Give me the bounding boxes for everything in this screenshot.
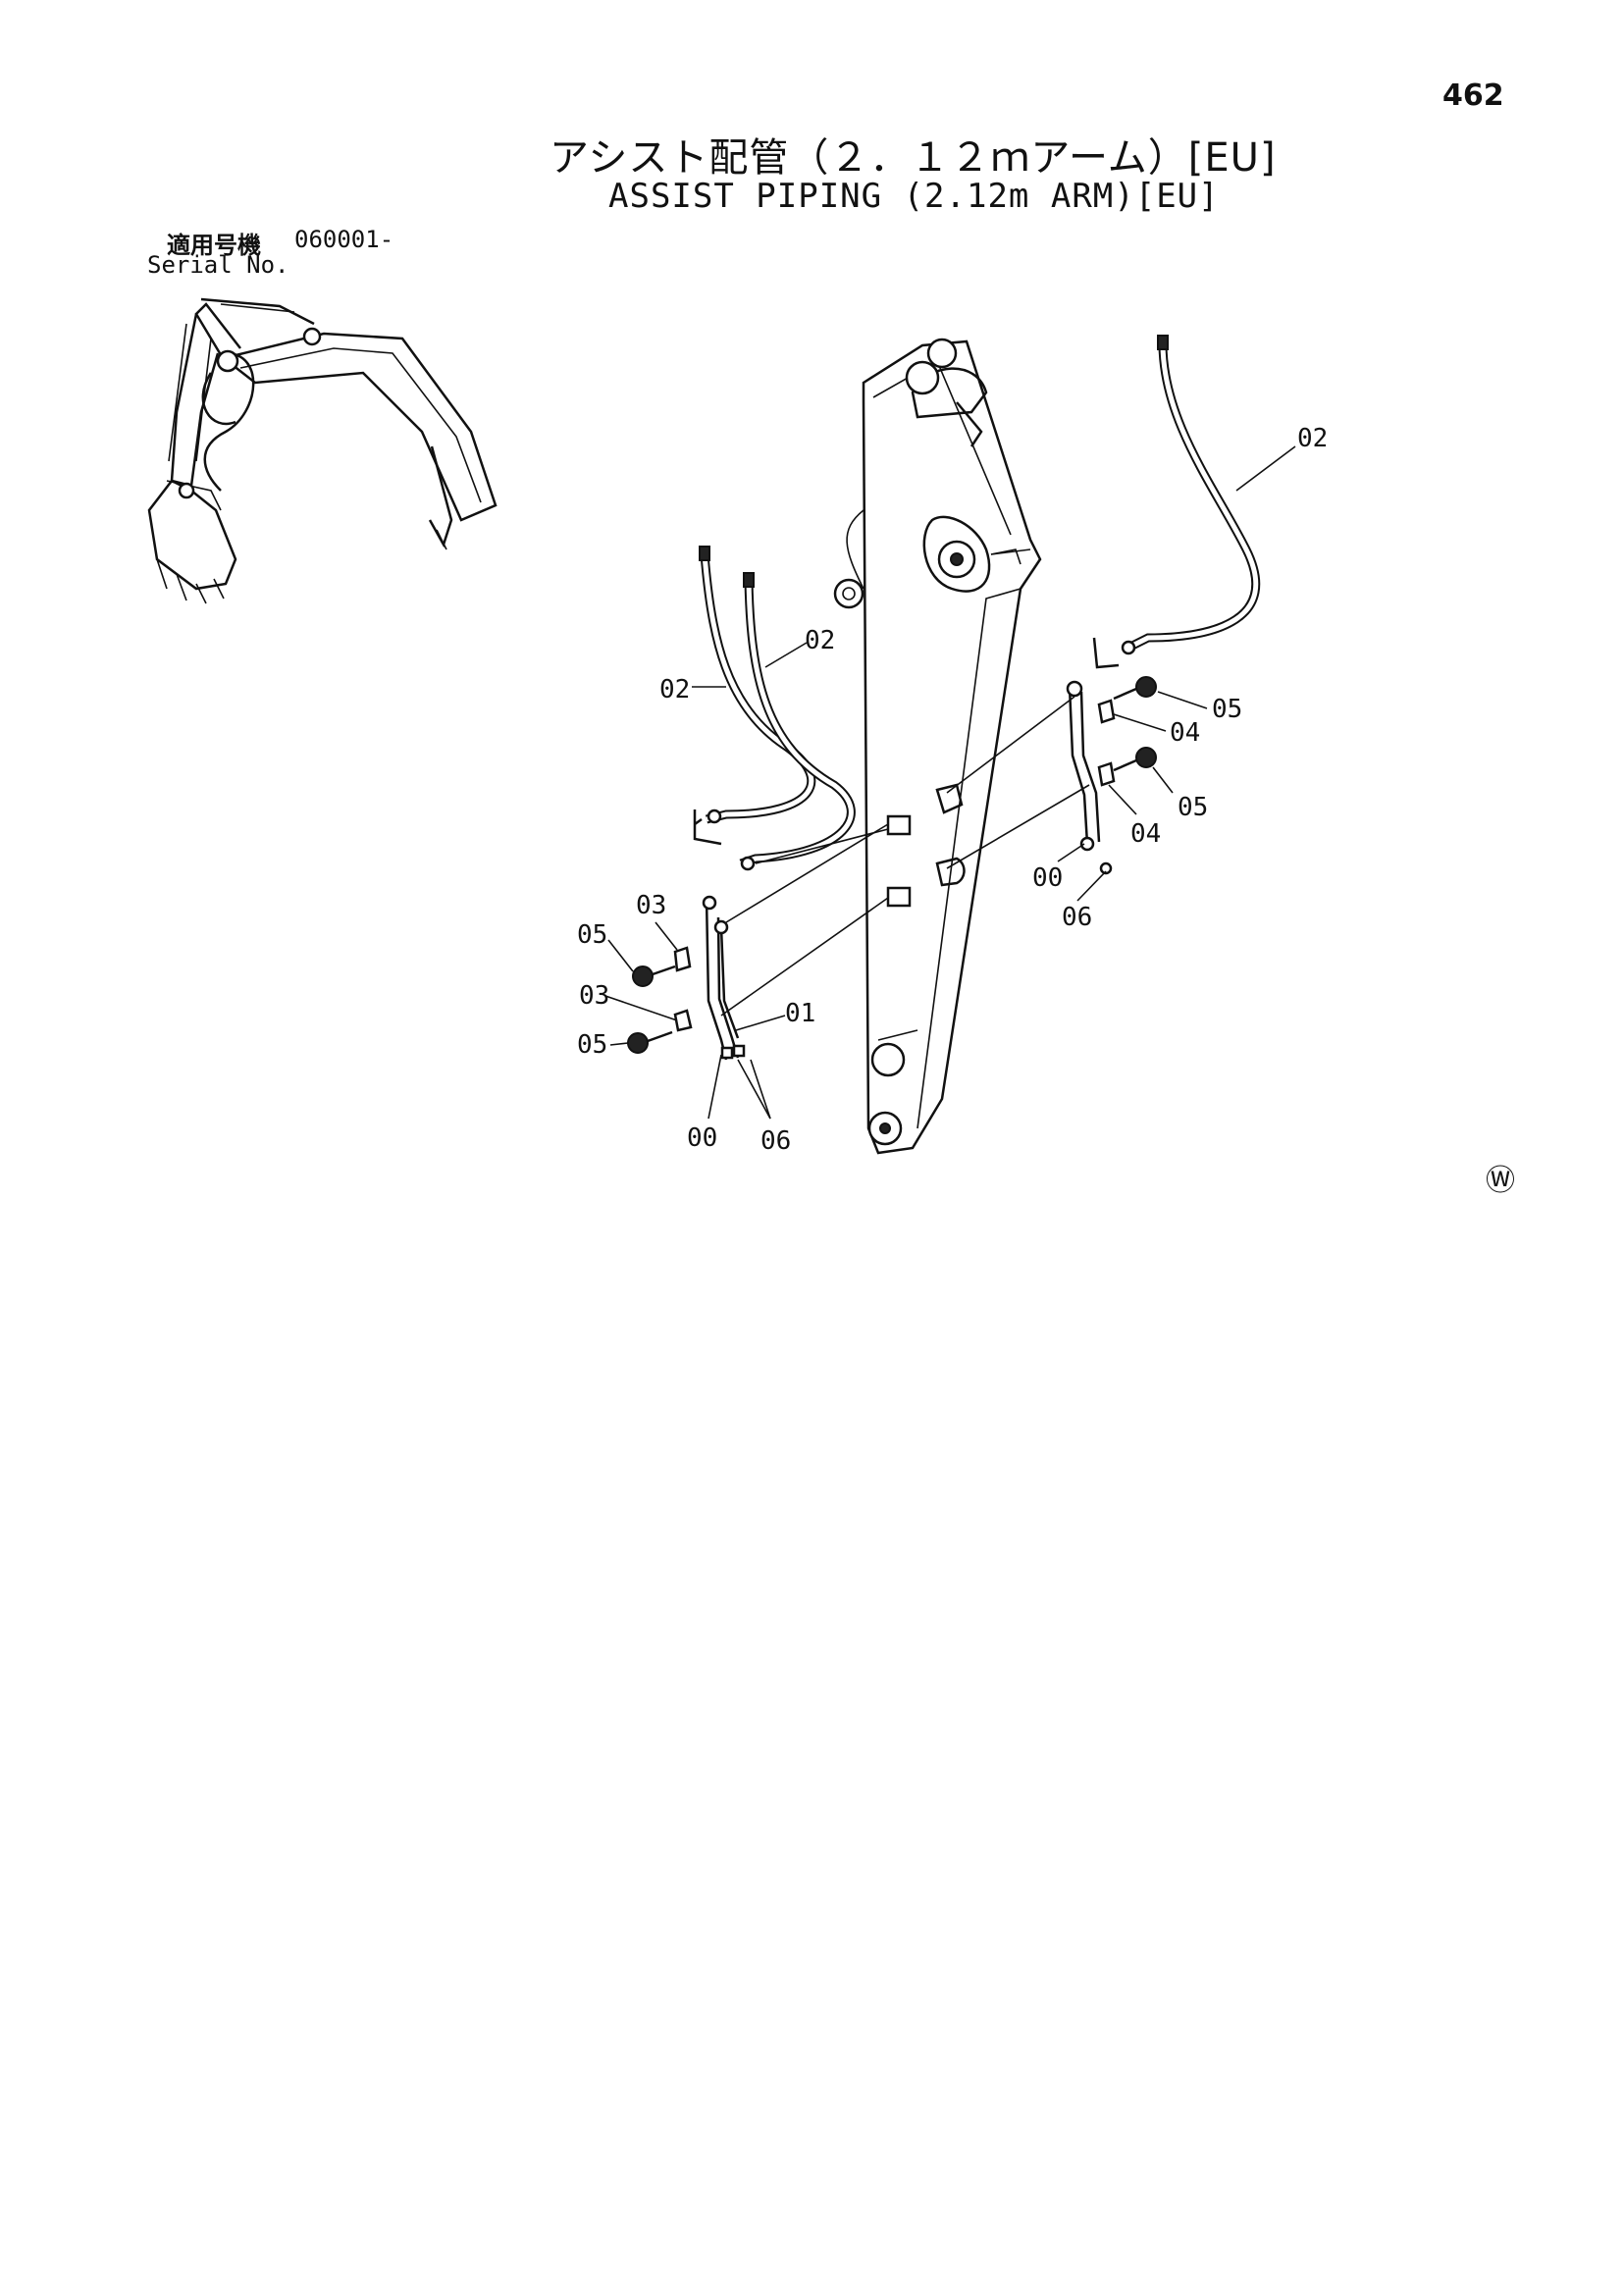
hose-right-illustration (1092, 335, 1261, 669)
callout-03-left-mid: 03 (579, 981, 610, 1011)
callout-05-right-top: 05 (1212, 695, 1243, 724)
clamps-bolts-right-illustration (1097, 676, 1157, 787)
callout-05-left-bottom: 05 (577, 1030, 608, 1060)
callout-05-right-mid: 05 (1178, 793, 1209, 822)
title-japanese: アシスト配管（２．１２ｍアーム）[EU] (550, 135, 1277, 181)
callout-00-right: 00 (1032, 863, 1064, 893)
callout-02-left: 02 (659, 675, 691, 704)
callout-04-right-mid: 04 (1130, 819, 1162, 849)
callout-leader-lines (604, 445, 1296, 1120)
callout-02-center: 02 (805, 626, 836, 655)
callout-00-left: 00 (687, 1123, 718, 1153)
clamps-bolts-left-illustration (627, 946, 693, 1054)
region-symbol: Ⓦ (1486, 1164, 1515, 1198)
title-english: ASSIST PIPING (2.12m ARM)[EU] (608, 177, 1220, 216)
callout-02-top-right: 02 (1297, 424, 1329, 453)
callout-03-left-top: 03 (636, 891, 667, 920)
callout-06-right: 06 (1062, 903, 1093, 932)
callout-01-left: 01 (785, 999, 816, 1028)
page-number: 462 (1442, 78, 1504, 113)
serial-label-japanese: 適用号機 (167, 232, 261, 259)
callout-05-left-top: 05 (577, 920, 608, 950)
excavator-thumbnail-illustration (147, 297, 498, 604)
pipes-left-illustration (702, 823, 889, 1061)
hoses-left-illustration (693, 546, 856, 871)
pipes-right-illustration (946, 680, 1113, 875)
arm-assembly-illustration (833, 338, 1042, 1155)
callout-06-left: 06 (760, 1126, 792, 1156)
serial-label-english: Serial No. (147, 251, 289, 279)
serial-number-value: 060001- (294, 226, 394, 253)
callout-04-right-top: 04 (1170, 718, 1201, 748)
